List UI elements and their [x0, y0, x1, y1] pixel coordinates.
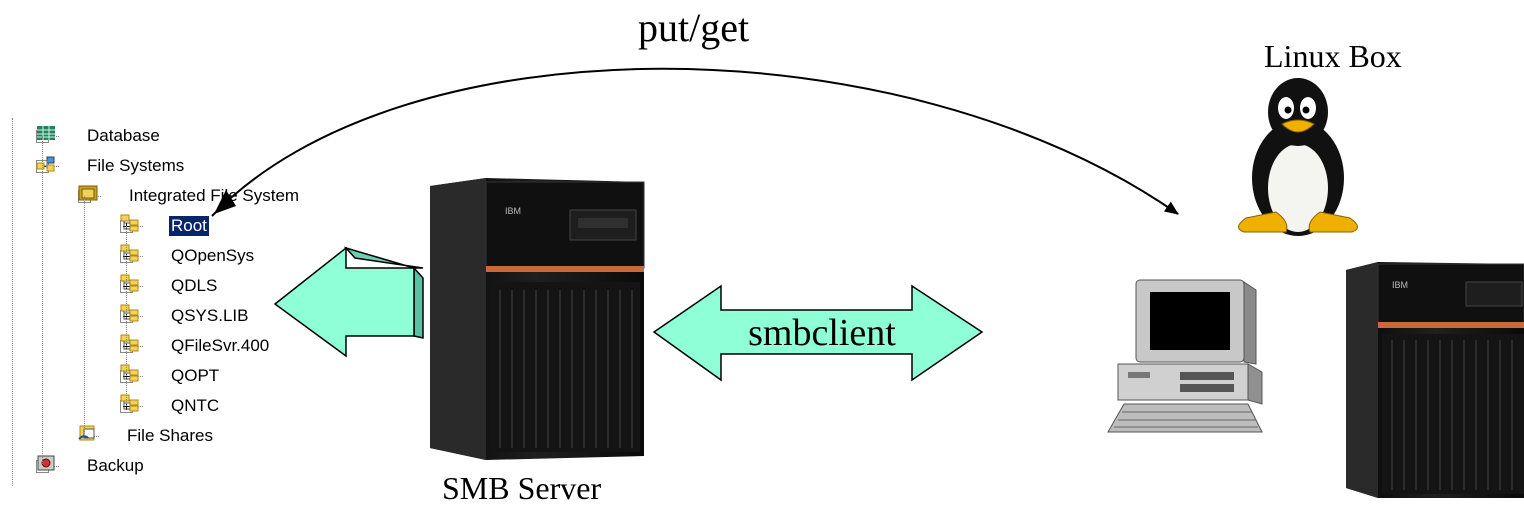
folder-tree-icon [120, 244, 165, 265]
tree-item-label: QNTC [171, 396, 220, 415]
tree-item-label: Integrated File System [129, 186, 300, 205]
tree-item-label: Database [87, 126, 160, 145]
tree-item-integrated-file-system[interactable]: Integrated File System [78, 184, 301, 208]
tree-item-label: Root [169, 216, 209, 236]
tree-item-label: QDLS [171, 276, 218, 295]
tree-item-backup[interactable]: Backup [36, 454, 146, 478]
tree-border-line [12, 118, 13, 486]
folder-tree-icon [120, 364, 165, 385]
tree-level2-connector [126, 226, 127, 406]
folder-tree-icon [120, 304, 165, 325]
tree-level0-connector [42, 136, 43, 466]
tree-connector [53, 465, 59, 467]
tree-connector [137, 375, 143, 377]
svg-text:IBM: IBM [1392, 280, 1408, 290]
tree-item-label: QOpenSys [171, 246, 255, 265]
folder-tree-icon [120, 334, 165, 355]
tree-item-root[interactable]: Root [120, 214, 209, 238]
tree-connector [53, 165, 59, 167]
folder-tree-icon [120, 394, 165, 415]
transfer-arrow-left [273, 246, 424, 358]
tree-item-label: QOPT [171, 366, 220, 385]
tree-connector [93, 435, 99, 437]
tree-item-label: QSYS.LIB [171, 306, 249, 325]
linux-penguin-icon [1238, 78, 1358, 236]
tree-connector [95, 195, 101, 197]
tree-connector [137, 285, 143, 287]
tree-item-qntc[interactable]: QNTC [120, 394, 221, 418]
folder-tree-icon [120, 214, 165, 235]
put-get-arrow [211, 67, 1179, 217]
tree-item-label: File Shares [127, 426, 213, 445]
tree-item-label: Backup [87, 456, 144, 475]
tree-connector [137, 345, 143, 347]
tree-connector [137, 405, 143, 407]
desktop-computer-icon [1107, 279, 1263, 433]
tree-item-database[interactable]: Database [36, 124, 162, 148]
svg-text:IBM: IBM [505, 206, 521, 216]
tree-level1-connector [84, 196, 85, 436]
file-systems-icon [36, 156, 81, 175]
folder-icon [78, 185, 123, 205]
tree-connector [137, 255, 143, 257]
smb-server-icon: IBM [430, 178, 645, 460]
smbclient-label: smbclient [748, 312, 896, 354]
tree-connector [137, 225, 143, 227]
folder-tree-icon [120, 274, 165, 295]
tree-item-label: File Systems [87, 156, 185, 175]
smb-server-label: SMB Server [442, 470, 602, 506]
tree-connector [53, 135, 59, 137]
linux-box-label: Linux Box [1264, 38, 1402, 74]
tree-item-file-systems[interactable]: File Systems [36, 154, 186, 178]
database-icon [37, 126, 81, 145]
tree-item-qdls[interactable]: QDLS [120, 274, 219, 298]
put-get-label: put/get [638, 5, 750, 50]
tree-connector [137, 315, 143, 317]
tree-item-label: QFileSvr.400 [171, 336, 270, 355]
smbclient-double-arrow [652, 284, 984, 382]
put-get-arrow-start-head [214, 190, 236, 214]
linux-server-icon: IBM [1346, 262, 1524, 498]
